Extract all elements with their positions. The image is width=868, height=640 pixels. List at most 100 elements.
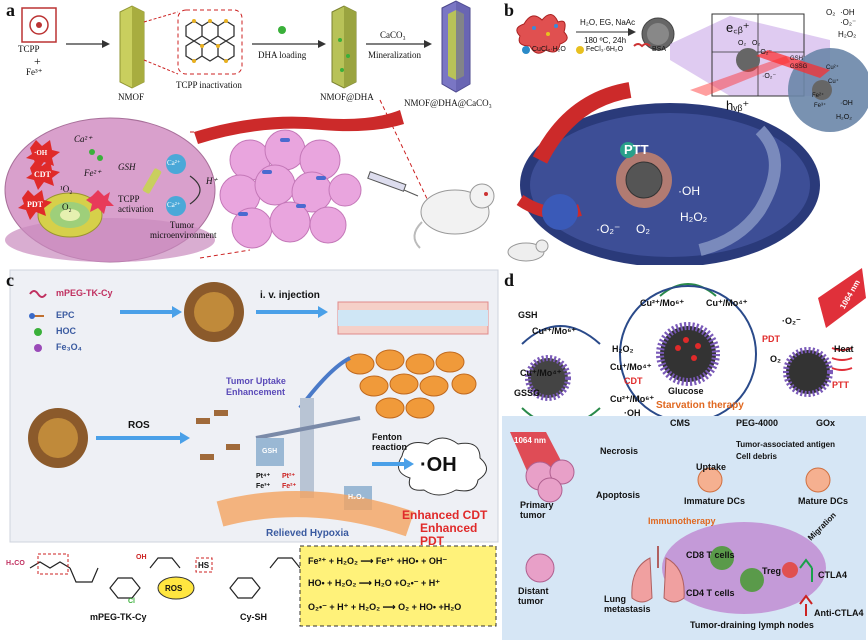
pdt-label-d: PDT [762,334,780,344]
lung-label: Lung metastasis [604,594,651,614]
cucl2-label: CuCl₂·H₂O [532,46,566,53]
panel-b-label: b [504,0,515,20]
ptt-label-b: PTT [624,142,649,157]
pt2-label: Pt²⁺ [282,473,296,480]
immunotherapy-label: Immunotherapy [648,516,716,526]
cd4-label: CD4 T cells [686,588,735,598]
top-cu2-label: Cu⁺/Mo⁴⁺ [706,298,748,308]
immunotherapy-background [502,416,866,640]
ca-ion-icon [166,154,186,174]
legend-epc: EPC [56,310,75,320]
legend-fe3o4: Fe₃O₄ [56,342,82,352]
mature-label: Mature DCs [798,496,849,506]
molecule-structures [29,557,301,599]
mol1-label: mPEG-TK-Cy [90,612,147,622]
panel-b: b H₂O, EG, NaAc 180 ºC, 24h CuCl₂·H₂O Fe… [500,0,868,265]
mineralization-label: Mineralization [368,50,421,60]
hplus-label: H⁺ [206,176,218,186]
panel-a-drawing [4,0,495,263]
treg-label: Treg [762,566,782,576]
equation-1: Fe²⁺ + H₂O₂ ⟶ Fe³⁺ +HO• + OH⁻ [308,556,448,566]
h3co-label: H₃CO [6,560,25,567]
equation-3: O₂•⁻ + H⁺ + H₂O₂ ⟶ O₂ + HO• +H₂O [308,602,462,612]
necrosis-label: Necrosis [600,446,639,456]
h2o2-top-label: H₂O₂ [838,30,857,39]
relieved-hypoxia-label: Relieved Hypoxia [266,528,349,539]
legend-peg: PEG-4000 [736,418,779,428]
o2rad-label-2: ·O₂⁻ [762,73,777,80]
o2rad-label-1: ·O₂⁻ [758,49,773,56]
ptt-label-d: PTT [832,380,849,390]
h2o2-mid-label: H₂O₂ [680,210,708,224]
panel-c-label: c [6,270,14,290]
heat-label: Heat [834,344,854,354]
panel-d: d GSH Cu²⁺/Mo⁶⁺ Cu⁺/Mo⁴⁺ GSSG H₂O₂ Cu⁺/M… [500,268,868,640]
legend-hoc: HOC [56,326,76,336]
glucose-label: Glucose [668,386,704,396]
cu2-label-b: Cu²⁺ [826,65,839,71]
laser-beam-d [818,268,866,328]
gssg-label-d: GSSG [514,388,541,398]
gsh-cell-label: GSH [118,162,136,172]
fe2-cell-label: Fe²⁺ [84,168,101,178]
ca2-right-label-1: Ca²⁺ [167,159,181,167]
panel-a-label: a [6,0,15,20]
cdt-label-d: CDT [624,376,643,386]
cu-mo-c-label: Cu⁺/Mo⁴⁺ [610,362,652,372]
gsh-label-c: GSH [262,448,278,455]
lung-icon [631,546,685,603]
nmof-label: NMOF [118,92,145,102]
ros-label: ROS [128,420,150,431]
nmof-dha-caco3-label: NMOF@DHA@CaCO₃ [404,98,492,108]
equation-box [299,545,497,627]
tcpp-inactivation-label: TCPP inactivation [176,80,242,90]
bsa-label: BSA [652,46,667,53]
oh-group-label: OH [136,554,147,561]
dissociated-fragments [196,410,240,460]
released-crystal-icon [142,168,162,194]
plus-label: + [34,54,41,68]
dendritic-cells [697,467,831,493]
ecb-label: e꜀ᵦ⁺ [726,20,750,35]
immature-label: Immature DCs [684,496,746,506]
fe3-label-b: Fe³⁺ [814,103,827,109]
ctla4-label: CTLA4 [818,570,847,580]
cms-nanoparticle-center [656,322,720,386]
o2rad-label-d: ·O₂⁻ [782,316,801,326]
o2-cell-label: O₂ [62,202,72,212]
nanoparticle-cluster [542,194,578,230]
fenton-label: Fenton reaction [372,432,408,452]
o2-label-1: O₂ [738,40,747,47]
gssg-label-b: GSSG [790,64,808,70]
blood-vessel [194,110,404,144]
fe3-label-c: Fe³⁺ [256,483,271,490]
synthesis-label: H₂O, EG, NaAc [580,18,636,27]
fe3-label: Fe³⁺ [26,67,43,77]
syringe-icon [367,171,419,197]
cuplus-label-b: Cu⁺ [828,79,839,85]
tcpp-inactivation-lattice [177,9,243,75]
oh-burst-icon [26,140,60,170]
cdt-badge-label: CDT [34,170,51,179]
pdt-burst-icon [18,190,52,220]
dha-loading-label: DHA loading [258,50,307,60]
panel-d-label: d [504,270,515,290]
primary-tumor-label: Primary tumor [520,500,554,520]
tcpp-activation-label: TCPP activation [118,194,154,214]
conditions-label: 180 ºC, 24h [584,36,627,45]
anti-ctla4-label: Anti-CTLA4 [814,608,864,618]
apoptosis-label: Apoptosis [596,490,640,500]
cdt-burst-icon [26,160,60,190]
panel-c: c mPEG-TK-Cy EPC HOC Fe₃O₄ i. v. injecti… [0,268,500,640]
uptake-label: Uptake [696,462,727,472]
legend-cms: CMS [670,418,690,428]
primary-tumor-icon [525,459,575,503]
panel-d-drawing [502,268,866,640]
equation-2: HO• + H₂O₂ ⟶ H₂O +O₂•⁻ + H⁺ [308,578,440,588]
tumor-microenvironment-label: Tumor microenvironment [150,220,217,240]
nmof-crystal-icon [119,5,145,89]
tumor-cells-c [345,349,477,419]
bsa-protein-icon [516,14,568,54]
cms-nanoparticle-icon [525,355,571,401]
cell-debris-label: Cell debris [736,452,777,461]
